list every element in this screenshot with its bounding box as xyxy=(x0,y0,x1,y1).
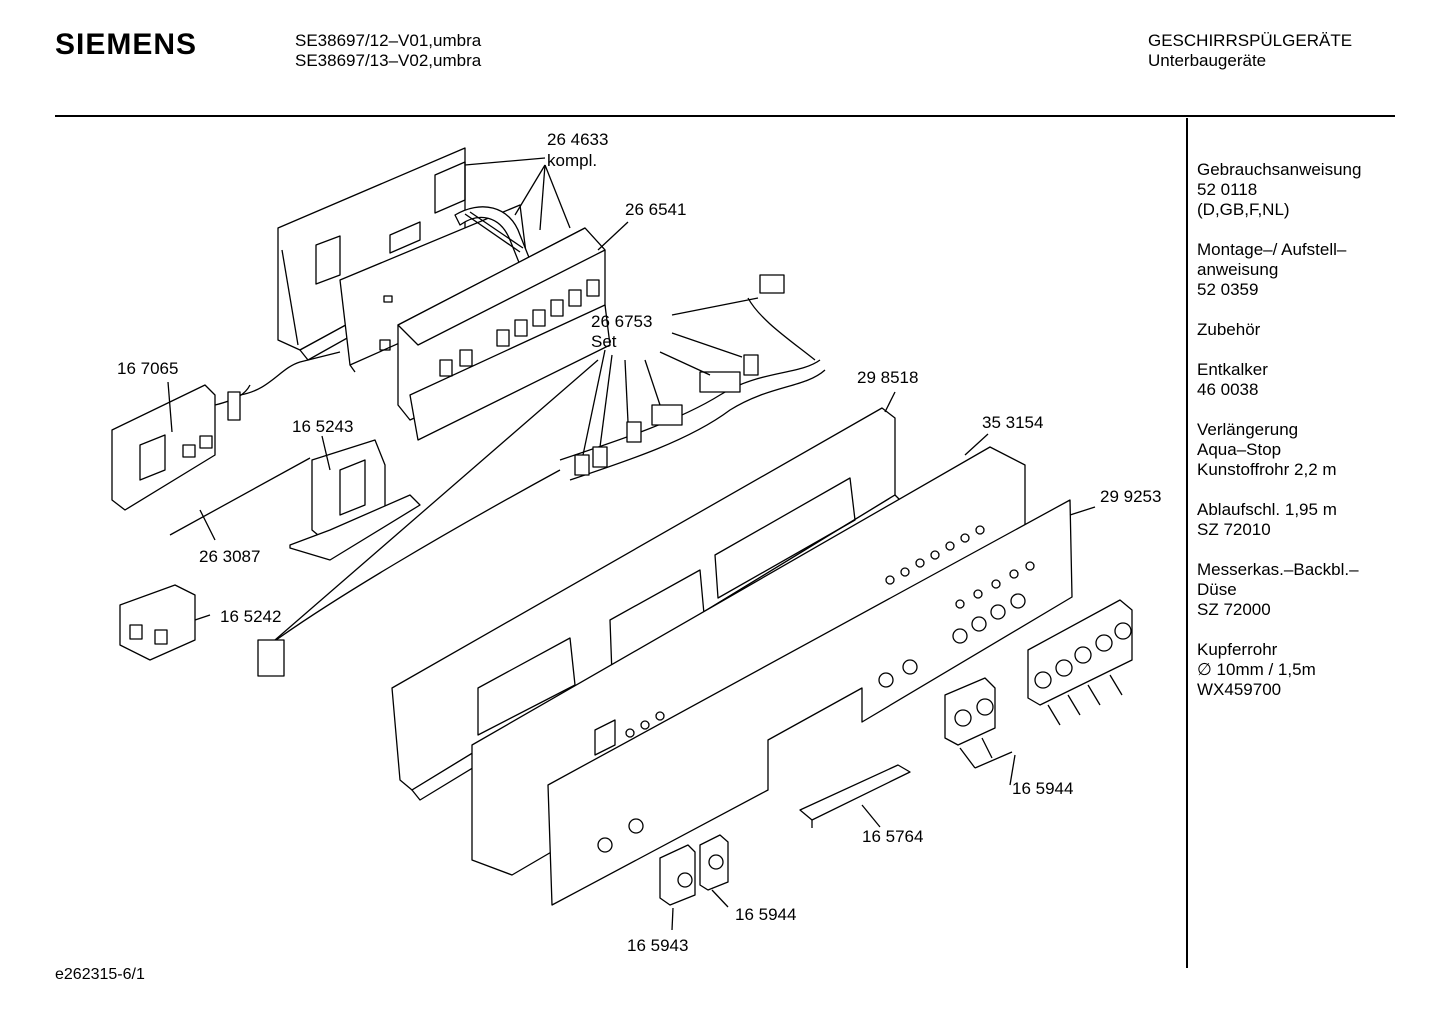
accessory-block: Gebrauchsanweisung 52 0118 (D,GB,F,NL) xyxy=(1197,160,1361,220)
accessory-line: Verlängerung xyxy=(1197,420,1299,439)
mounting-bracket xyxy=(289,439,421,561)
part-number-165943: 16 5943 xyxy=(627,936,688,955)
accessory-line: 52 0359 xyxy=(1197,280,1259,299)
header-divider xyxy=(55,115,1395,117)
accessory-line: Kunstoffrohr 2,2 m xyxy=(1197,460,1337,479)
part-number-165944-right: 16 5944 xyxy=(1012,779,1073,798)
accessory-line: 46 0038 xyxy=(1197,380,1259,399)
accessory-block: Entkalker 46 0038 xyxy=(1197,360,1361,400)
part-number-165764: 16 5764 xyxy=(862,827,923,846)
accessory-line: ∅ 10mm / 1,5m xyxy=(1197,660,1316,679)
cable-harness xyxy=(257,274,826,677)
knob-group-right xyxy=(944,599,1133,769)
switch-block xyxy=(119,584,196,661)
accessory-line: Kupferrohr xyxy=(1197,640,1278,659)
part-number-264633: 26 4633 xyxy=(547,130,608,149)
part-number-298518: 29 8518 xyxy=(857,368,918,387)
part-number-165243: 16 5243 xyxy=(292,417,353,436)
accessory-block: Verlängerung Aqua–Stop Kunstoffrohr 2,2 … xyxy=(1197,420,1361,480)
accessory-line: (D,GB,F,NL) xyxy=(1197,200,1290,219)
knob-group-bottom xyxy=(659,834,729,906)
accessory-line: Entkalker xyxy=(1197,360,1268,379)
part-number-299253: 29 9253 xyxy=(1100,487,1161,506)
key-module xyxy=(397,227,611,441)
part-number-167065: 16 7065 xyxy=(117,359,178,378)
accessory-line: 52 0118 xyxy=(1197,180,1258,199)
part-number-165944-bottom: 16 5944 xyxy=(735,905,796,924)
accessory-line: anweisung xyxy=(1197,260,1279,279)
part-number-165242: 16 5242 xyxy=(220,607,281,626)
display-cable xyxy=(239,351,341,396)
accessory-line: Messerkas.–Backbl.– xyxy=(1197,560,1359,579)
accessory-line: WX459700 xyxy=(1197,680,1282,699)
sidebar-divider xyxy=(1186,118,1188,968)
accessory-line: Ablaufschl. 1,95 m xyxy=(1197,500,1337,519)
accessory-block: Montage–/ Aufstell– anweisung 52 0359 xyxy=(1197,240,1361,300)
part-number-266753-sub: Set xyxy=(591,332,617,351)
category-title: GESCHIRRSPÜLGERÄTE xyxy=(1148,31,1353,50)
drawing-id: e262315-6/1 xyxy=(55,966,145,983)
straight-wire xyxy=(169,457,311,536)
accessory-list: Gebrauchsanweisung 52 0118 (D,GB,F,NL) M… xyxy=(1197,160,1361,720)
accessory-block: Ablaufschl. 1,95 m SZ 72010 xyxy=(1197,500,1361,540)
accessory-line: Gebrauchsanweisung xyxy=(1197,160,1362,179)
subcategory-title: Unterbaugeräte xyxy=(1148,51,1267,70)
part-number-266753: 26 6753 xyxy=(591,312,652,331)
accessory-block: Messerkas.–Backbl.– Düse SZ 72000 xyxy=(1197,560,1361,620)
accessory-block: Zubehör xyxy=(1197,320,1361,340)
brand-logo: SIEMENS xyxy=(55,28,198,61)
part-number-263087: 26 3087 xyxy=(199,547,260,566)
leader-lines xyxy=(167,157,1096,931)
accessory-line: Zubehör xyxy=(1197,320,1261,339)
trim-strip xyxy=(799,764,911,828)
part-number-266541: 26 6541 xyxy=(625,200,686,219)
cover-panel xyxy=(547,499,1073,906)
accessory-line: SZ 72010 xyxy=(1197,520,1271,539)
model-line-2: SE38697/13–V02,umbra xyxy=(295,51,482,70)
model-line-1: SE38697/12–V01,umbra xyxy=(295,31,482,50)
exploded-diagram: 26 4633 kompl. 26 6541 26 6753 Set 16 70… xyxy=(111,130,1161,955)
accessory-line: Düse xyxy=(1197,580,1237,599)
part-number-353154: 35 3154 xyxy=(982,413,1043,432)
accessory-block: Kupferrohr ∅ 10mm / 1,5m WX459700 xyxy=(1197,640,1361,700)
accessory-line: Montage–/ Aufstell– xyxy=(1197,240,1347,259)
part-number-264633-sub: kompl. xyxy=(547,151,597,170)
display-module xyxy=(111,384,251,511)
accessory-line: SZ 72000 xyxy=(1197,600,1271,619)
accessory-line: Aqua–Stop xyxy=(1197,440,1282,459)
